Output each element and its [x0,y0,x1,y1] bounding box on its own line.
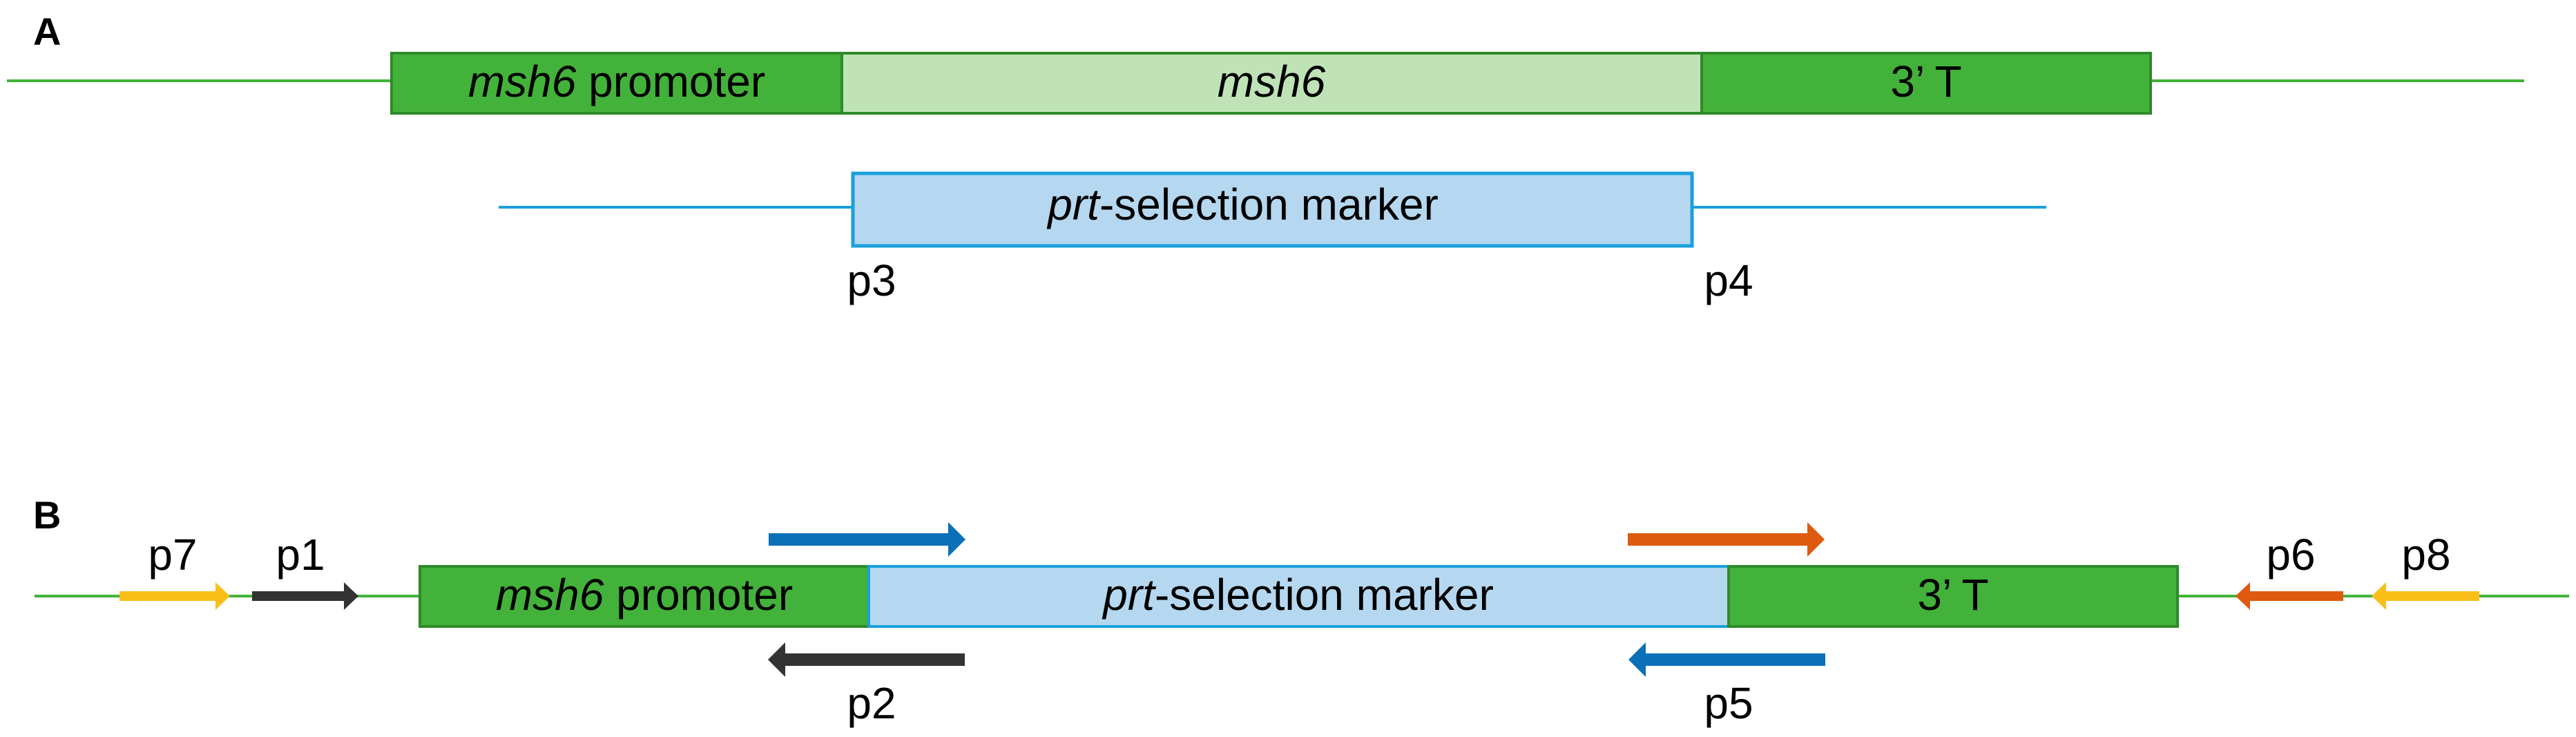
primer-p4-label: p4 [1704,256,1753,305]
primer-p8-label: p8 [2401,530,2450,580]
primer-p8-arrow [2372,582,2479,610]
primer-p1-label: p1 [276,530,325,580]
panel-a-marker-label: prt-selection marker [1046,180,1439,229]
primer-p3-label: p3 [847,256,896,305]
panel-a-marker-box [851,171,1694,248]
primer-p7-arrow [119,582,230,610]
panel-b-terminator-box [1727,565,2179,628]
primer-p2-arrow [768,642,965,677]
primer-orange-forward-arrow [1628,522,1825,557]
primer-blue-forward-arrow [769,522,965,557]
primer-p1-arrow [252,582,358,610]
primer-p7-label: p7 [148,530,197,580]
panel-a-label: A [33,10,61,53]
panel-b-promoter-label: msh6 promoter [496,570,793,620]
panel-a-gene-box [840,52,1703,115]
panel-b-label: B [33,493,61,537]
primer-p6-arrow [2236,582,2343,610]
panel-a-terminator-box [1700,52,2152,115]
primer-p2-label: p2 [847,678,896,728]
primer-p5-label: p5 [1704,678,1753,728]
panel-b-marker-label: prt-selection marker [1102,570,1494,620]
primer-p5-arrow [1628,642,1825,677]
panel-a-gene-label: msh6 [1218,57,1326,106]
panel-a-promoter-label: msh6 promoter [468,57,765,106]
panel-b-marker-box [867,565,1730,628]
panel-b-terminator-label: 3’ T [1917,570,1988,620]
primer-p6-label: p6 [2266,530,2315,580]
panel-a-terminator-label: 3’ T [1890,57,1961,106]
